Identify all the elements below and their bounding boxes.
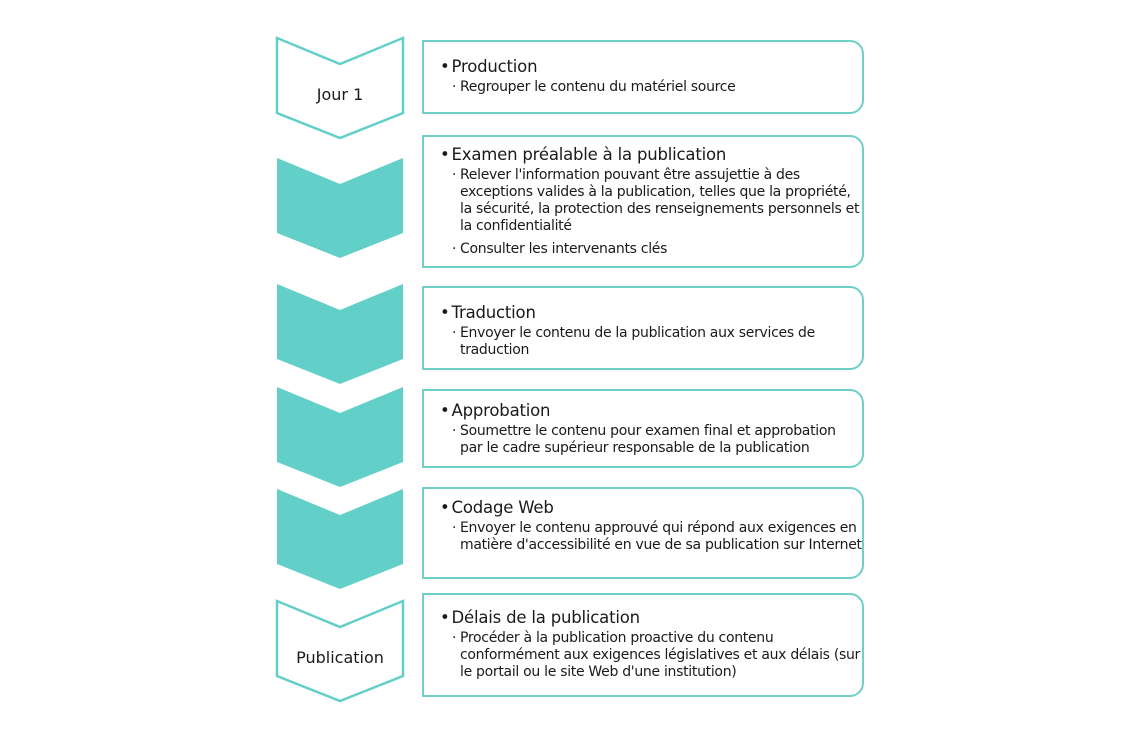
step-item: Regrouper le contenu du matériel source: [440, 79, 862, 96]
step-title: Examen préalable à la publication: [440, 145, 862, 165]
step-item: Procéder à la publication proactive du c…: [440, 630, 862, 681]
chevron-label: Publication: [296, 648, 384, 667]
chevron-label: Jour 1: [316, 85, 364, 104]
step-publication-timelines: Délais de la publication Procéder à la p…: [422, 593, 864, 697]
step-title: Production: [440, 57, 862, 77]
chevron-step-5: [276, 488, 404, 590]
step-translation: Traduction Envoyer le contenu de la publ…: [422, 286, 864, 370]
chevron-step-4: [276, 386, 404, 488]
step-item: Consulter les intervenants clés: [440, 241, 862, 258]
step-pre-review: Examen préalable à la publication Releve…: [422, 135, 864, 268]
step-production: Production Regrouper le contenu du matér…: [422, 40, 864, 114]
step-web-coding: Codage Web Envoyer le contenu approuvé q…: [422, 487, 864, 579]
step-title: Traduction: [440, 303, 862, 323]
step-title: Codage Web: [440, 498, 862, 518]
chevron-publication: Publication: [275, 599, 405, 703]
step-approval: Approbation Soumettre le contenu pour ex…: [422, 389, 864, 468]
chevron-day-1: Jour 1: [275, 36, 405, 140]
step-title: Délais de la publication: [440, 608, 862, 628]
chevron-step-3: [276, 283, 404, 385]
step-item: Relever l'information pouvant être assuj…: [440, 167, 862, 235]
chevron-step-2: [276, 157, 404, 259]
step-title: Approbation: [440, 401, 862, 421]
step-item: Envoyer le contenu approuvé qui répond a…: [440, 520, 862, 554]
step-item: Soumettre le contenu pour examen final e…: [440, 423, 862, 457]
step-item: Envoyer le contenu de la publication aux…: [440, 325, 862, 359]
